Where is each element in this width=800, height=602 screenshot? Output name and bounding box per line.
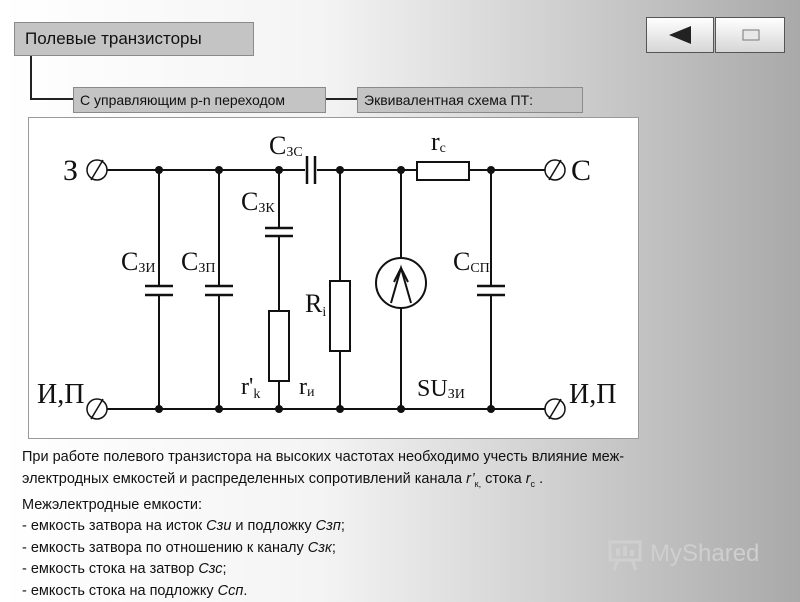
label-r-k: r'k bbox=[241, 374, 260, 402]
label-su-zi: SUЗИ bbox=[417, 376, 465, 402]
tree-connector-horizontal bbox=[30, 98, 74, 100]
label-source-left: И,П bbox=[37, 379, 84, 410]
watermark: MyShared bbox=[606, 536, 786, 572]
watermark-text: MyShared bbox=[650, 540, 760, 567]
tab-pn-junction[interactable]: С управляющим p-n переходом bbox=[73, 87, 326, 113]
capacitor-c-sp bbox=[477, 170, 505, 409]
text-line: - емкость стока на подложку Ссп. bbox=[22, 582, 248, 599]
label-c-sp: CСП bbox=[453, 247, 490, 276]
terminal-source-right bbox=[544, 398, 566, 420]
terminal-source-left bbox=[86, 398, 108, 420]
tree-connector-vertical bbox=[30, 56, 32, 100]
triangle-left-icon bbox=[669, 26, 691, 44]
rectangle-icon bbox=[742, 29, 760, 41]
tab-equivalent-circuit[interactable]: Эквивалентная схема ПТ: bbox=[357, 87, 583, 113]
description-text: При работе полевого транзистора на высок… bbox=[22, 447, 782, 602]
current-source-su-zi bbox=[375, 170, 427, 409]
equivalent-circuit-diagram: З С И,П И,П CЗС rc CЗК CЗИ CЗП Ri CСП r'… bbox=[28, 117, 639, 439]
text-line: электродных емкостей и распределенных со… bbox=[22, 470, 544, 489]
back-button[interactable] bbox=[646, 17, 714, 53]
capacitor-c-zk bbox=[265, 170, 293, 311]
menu-button[interactable] bbox=[715, 17, 785, 53]
label-c-zk: CЗК bbox=[241, 187, 275, 216]
resistor-r-i bbox=[329, 170, 351, 409]
capacitor-c-zi bbox=[145, 170, 173, 409]
label-r-c: rc bbox=[431, 127, 446, 156]
label-r-u: rи bbox=[299, 374, 315, 400]
capacitor-c-zp bbox=[205, 170, 233, 409]
text-line: Межэлектродные емкости: bbox=[22, 496, 203, 513]
junction-dots bbox=[155, 166, 495, 413]
presentation-board-icon bbox=[608, 540, 642, 571]
text-line: - емкость затвора по отношению к каналу … bbox=[22, 539, 336, 556]
label-c-zi: CЗИ bbox=[121, 247, 155, 276]
text-line: - емкость затвора на исток Сзи и подложк… bbox=[22, 518, 345, 535]
terminal-drain bbox=[544, 159, 566, 181]
label-c-zs: CЗС bbox=[269, 131, 303, 160]
text-line: - емкость стока на затвор Сзс; bbox=[22, 561, 227, 578]
resistor-r-k bbox=[268, 310, 290, 409]
label-r-i: Ri bbox=[305, 289, 326, 320]
label-gate: З bbox=[63, 154, 78, 187]
page-title: Полевые транзисторы bbox=[14, 22, 254, 56]
terminal-gate bbox=[86, 159, 108, 181]
tab-connector bbox=[326, 98, 358, 100]
label-source-right: И,П bbox=[569, 379, 616, 410]
label-drain: С bbox=[571, 154, 591, 187]
label-c-zp: CЗП bbox=[181, 247, 215, 276]
text-line: При работе полевого транзистора на высок… bbox=[22, 449, 625, 465]
